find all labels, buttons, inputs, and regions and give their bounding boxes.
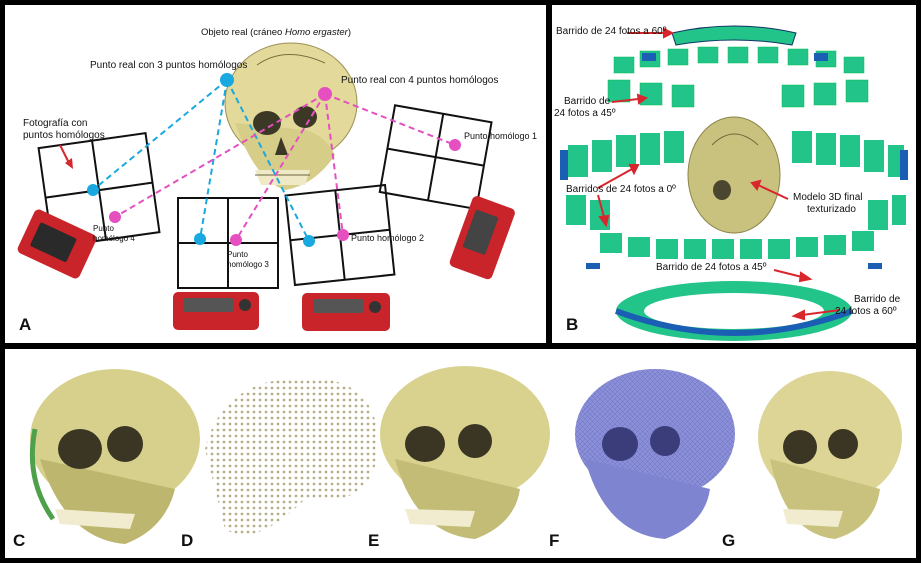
camera-icon [173,292,259,330]
mesh-f [575,369,735,539]
skull-c [30,369,200,544]
homologous-1-label: Punto homólogo 1 [464,131,537,142]
sweep-0-label: Barridos de 24 fotos a 0º [566,184,676,195]
hom-point-cyan-3 [194,233,206,245]
sweep-45-label-1: Barrido de [564,96,610,107]
camera-icon [302,293,390,331]
sweep-low-60-label-1: Barrido de [854,294,900,305]
panel-letter-b: B [566,315,578,335]
hom-point-cyan-4 [87,184,99,196]
point-cloud-d [205,378,378,535]
hom-point-magenta-2 [337,229,349,241]
3d-model-skull [688,117,780,233]
panel-letter-c: C [13,531,25,551]
homologous-3-label-b: homólogo 3 [227,259,269,270]
photo-ring-low-60 [616,281,852,341]
photo-label-line2: puntos homólogos [23,130,105,141]
sweep-45-label-2: 24 fotos a 45º [554,108,615,119]
camera-icon [448,195,516,281]
hom-point-cyan-2 [303,235,315,247]
panel-a: Objeto real (cráneo Homo ergaster) Punto… [5,5,546,343]
sweep-low-45-label: Barrido de 24 fotos a 45º [656,262,766,273]
model-label-2: texturizado [807,204,856,215]
model-label-1: Modelo 3D final [793,192,862,203]
hom-point-magenta-3 [230,234,242,246]
hom-point-magenta-4 [109,211,121,223]
panel-c-g: C D E F G [5,349,916,558]
panel-b-graphics [552,5,916,343]
panel-letter-d: D [181,531,193,551]
panel-c-g-graphics [5,349,916,558]
photo-ring-low-45 [600,231,874,259]
real-point-magenta [318,87,332,101]
photo-arrow [60,145,73,169]
real-point-4-label: Punto real con 4 puntos homólogos [341,75,498,86]
photo-label-line1: Fotografía con [23,118,87,129]
skull-e [380,366,550,539]
object-title: Objeto real (cráneo Homo ergaster) [201,27,351,38]
panel-letter-e: E [368,531,379,551]
homologous-2-label: Punto homólogo 2 [351,233,424,244]
photo-grid-3 [178,198,278,288]
sweep-top-60-label: Barrido de 24 fotos a 60º [556,26,666,37]
camera-icon [16,208,98,280]
panel-b: Barrido de 24 fotos a 60º Barrido de 24 … [552,5,916,343]
panel-a-graphics [5,5,546,343]
panel-letter-a: A [19,315,31,335]
skull-g [758,371,902,539]
sweep-low-60-label-2: 24 fotos a 60º [835,306,896,317]
panel-letter-g: G [722,531,735,551]
hom-point-magenta-1 [449,139,461,151]
photo-ring-top-60 [672,26,796,45]
homologous-4-label-b: homólogo 4 [93,233,135,244]
real-point-cyan [220,73,234,87]
real-point-3-label: Punto real con 3 puntos homólogos [90,60,247,71]
panel-letter-f: F [549,531,559,551]
photo-grid-1 [380,105,492,209]
